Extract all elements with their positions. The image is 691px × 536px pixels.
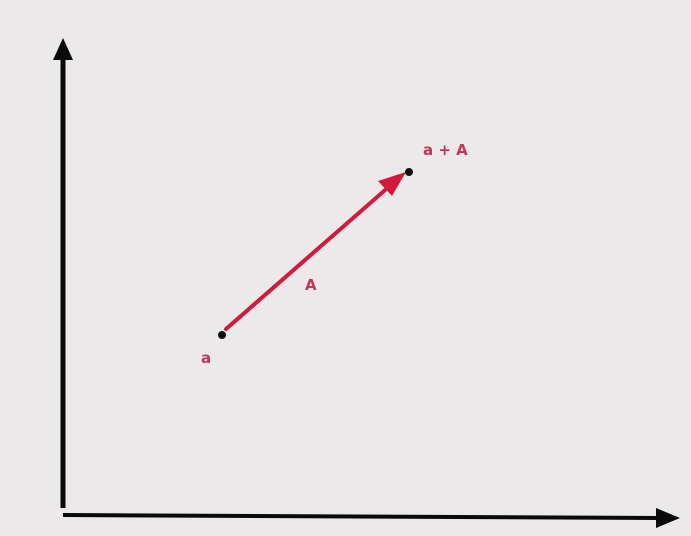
start-point-label: a — [201, 349, 212, 367]
end-point-label: a + A — [423, 141, 468, 159]
y-axis — [53, 38, 73, 508]
x-axis-line — [62, 513, 661, 520]
x-axis-arrowhead-icon — [656, 508, 680, 528]
x-axis — [62, 508, 680, 528]
vector-shaft — [224, 182, 394, 331]
end-point-dot — [405, 168, 413, 176]
vector-arrowhead-icon — [378, 172, 406, 196]
start-point-dot — [218, 331, 226, 339]
y-axis-arrowhead-icon — [53, 38, 73, 60]
vector-A — [224, 172, 406, 331]
vector-label: A — [305, 276, 317, 294]
